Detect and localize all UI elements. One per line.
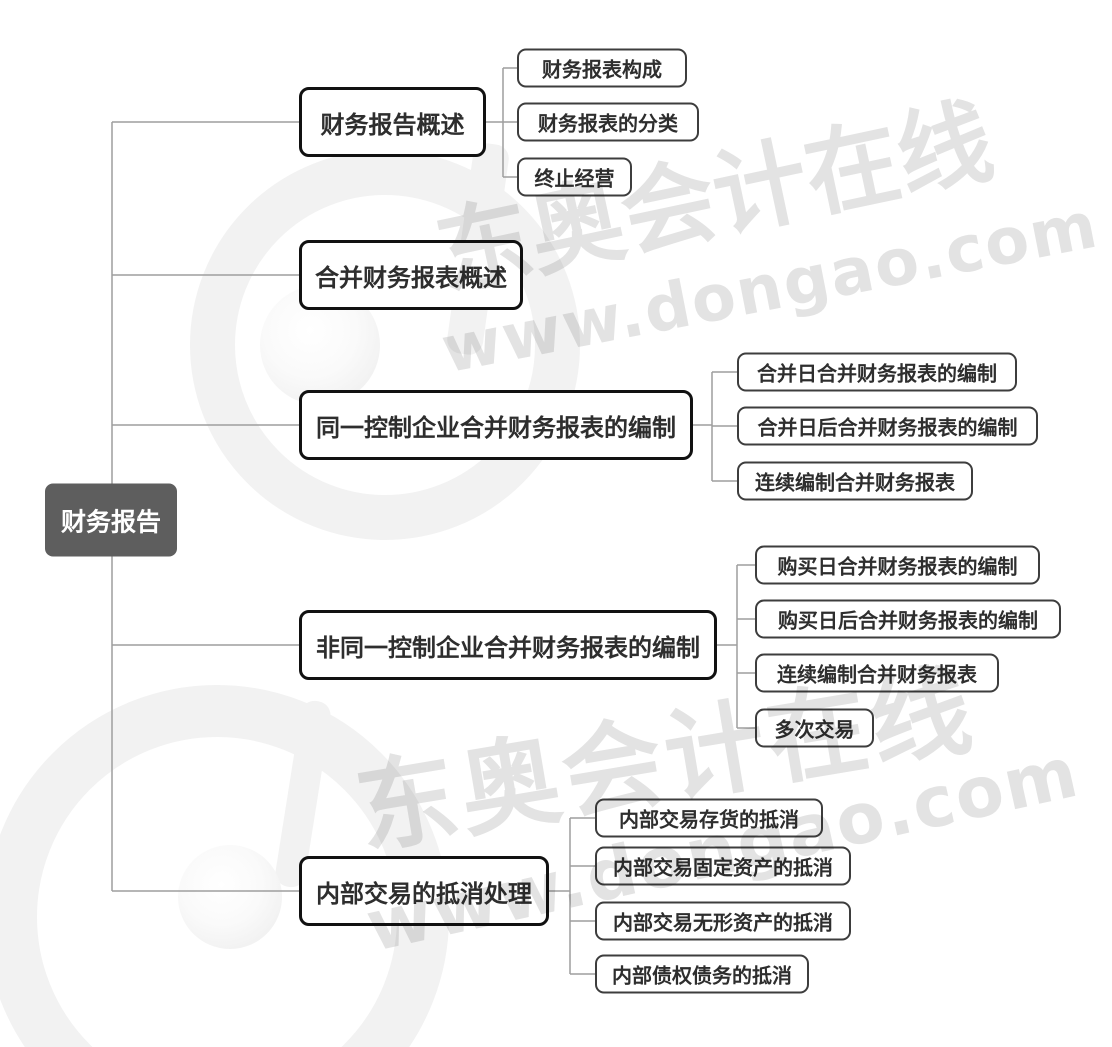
child-node[interactable]: 内部交易无形资产的抵消 [595, 901, 851, 941]
child-node[interactable]: 终止经营 [517, 157, 632, 197]
branch-node[interactable]: 合并财务报表概述 [299, 240, 523, 310]
branch-node[interactable]: 同一控制企业合并财务报表的编制 [299, 390, 693, 460]
child-node[interactable]: 财务报表的分类 [517, 102, 699, 142]
child-node[interactable]: 内部交易固定资产的抵消 [595, 846, 851, 886]
child-node[interactable]: 多次交易 [755, 708, 874, 748]
child-node[interactable]: 内部债权债务的抵消 [595, 954, 809, 994]
child-node[interactable]: 合并日合并财务报表的编制 [737, 352, 1017, 392]
branch-node[interactable]: 内部交易的抵消处理 [299, 856, 549, 926]
child-node[interactable]: 购买日合并财务报表的编制 [755, 545, 1040, 585]
child-node[interactable]: 合并日后合并财务报表的编制 [737, 406, 1038, 446]
branch-node[interactable]: 非同一控制企业合并财务报表的编制 [299, 610, 717, 680]
root-node-financial-report[interactable]: 财务报告 [45, 483, 177, 557]
child-node[interactable]: 连续编制合并财务报表 [755, 653, 999, 693]
child-node[interactable]: 内部交易存货的抵消 [595, 798, 823, 838]
child-node[interactable]: 购买日后合并财务报表的编制 [755, 599, 1061, 639]
child-node[interactable]: 财务报表构成 [517, 48, 687, 88]
child-node[interactable]: 连续编制合并财务报表 [737, 461, 973, 501]
branch-node[interactable]: 财务报告概述 [299, 87, 486, 157]
logo-sphere-icon [178, 845, 282, 949]
